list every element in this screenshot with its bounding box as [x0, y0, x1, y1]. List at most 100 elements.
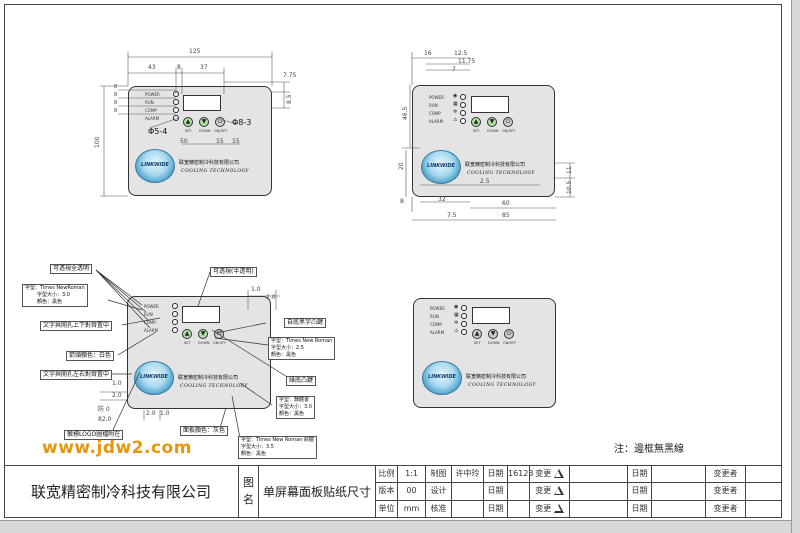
linkwide-logo: LINKWIDE: [134, 361, 174, 395]
grid-cell: mm: [398, 500, 426, 518]
onoff-label: ON/OFF: [502, 129, 516, 133]
dim-right-v1: 11: [566, 166, 573, 174]
indicator-hole: [460, 118, 466, 124]
callout-line: 顏色：黑色: [271, 352, 297, 358]
callout-logo-file: 徽標LOGO圖檔附在: [64, 430, 124, 440]
grid-cell: [452, 483, 484, 501]
comp-icon: ✲: [454, 320, 459, 326]
dim-phi-large: Φ8-3: [232, 118, 252, 127]
set-label: SET: [473, 129, 480, 133]
set-button: ▲: [472, 329, 482, 339]
indicator-label-power: POWER: [430, 306, 445, 311]
dim-bot-a: 8: [400, 198, 404, 205]
callout-line: 字型：Times New Roman: [271, 338, 333, 344]
dim-left-height: 100: [94, 136, 101, 148]
callout-align-horizontal: 文字與開孔左右對齊置中: [40, 370, 113, 380]
dim-tick: 8: [114, 100, 118, 106]
indicator-hole: [460, 102, 466, 108]
callout-line: 字型大小：2.5: [271, 345, 304, 351]
set-button: ▲: [183, 117, 193, 127]
grid-cell: [570, 466, 628, 484]
grid-cell: 日期: [484, 500, 508, 518]
grid-cell: [570, 483, 628, 501]
indicator-label-comp: COMP: [429, 111, 441, 116]
display-window: [182, 306, 220, 323]
callout-semi-transparent: 可透視(半透明): [210, 267, 257, 277]
grid-cell: 单位: [376, 500, 398, 518]
callout-line: 字型：隸體書: [279, 397, 310, 403]
down-label: DOWN: [488, 341, 500, 345]
indicator-hole: [460, 110, 466, 116]
run-icon: ▦: [454, 312, 459, 318]
callout-line: 字型：Times NewRoman: [25, 285, 85, 291]
indicator-hole: [461, 329, 467, 335]
callout-line: 顏色：黑色: [37, 299, 63, 305]
grid-cell-text: 变更: [535, 503, 552, 513]
callout-line: 顏色：黑色: [279, 411, 305, 417]
dim-v3-2: 2.0: [266, 294, 276, 301]
indicator-label-run: RUN: [430, 314, 439, 319]
grid-cell: [746, 483, 782, 501]
callout-panel-color: 面板顏色：灰色: [180, 426, 229, 436]
callout-font-spec-2: 字型：Times New Roman 字型大小：2.5 顏色：黑色: [268, 337, 336, 360]
set-label: SET: [184, 341, 191, 345]
dim-v3-b1: 2.0: [146, 410, 156, 417]
indicator-label-alarm: ALARM: [430, 330, 445, 335]
down-button: ▼: [198, 329, 208, 339]
display-window: [471, 96, 509, 113]
grid-cell: [652, 500, 706, 518]
grid-cell: 比例: [376, 466, 398, 484]
title-drawing-name: 单屏幕面板贴纸尺寸: [259, 466, 376, 518]
grid-cell: 许中玲: [452, 466, 484, 484]
grid-cell-change: 变更: [530, 483, 570, 501]
dim-bot-c: 60: [502, 200, 510, 207]
linkwide-logo: LINKWIDE: [421, 150, 461, 184]
callout-font-spec-1: 字型：Times NewRoman 字型大小：3.0 顏色：黑色: [22, 284, 88, 307]
linkwide-logo: LINKWIDE: [135, 149, 175, 183]
indicator-label-alarm: ALARM: [145, 116, 160, 121]
grid-cell: 日期: [628, 483, 652, 501]
indicator-label-comp: COMP: [145, 108, 157, 113]
power-icon: ◉: [454, 304, 459, 310]
callout-line: 字型：Times New Roman 斜體: [241, 437, 314, 443]
dim-mid: 2.5: [480, 178, 490, 185]
grid-cell-change: 变更: [530, 500, 570, 518]
indicator-hole: [172, 319, 178, 325]
company-name-en: COOLING TECHNOLOGY: [467, 171, 535, 176]
dim-top-c: 11.75: [458, 58, 476, 65]
onoff-label: ON/OFF: [503, 341, 517, 345]
logo-text: LINKWIDE: [141, 162, 169, 168]
grid-cell: 变更者: [706, 500, 746, 518]
drawing-sheet: [4, 4, 782, 518]
onoff-button: ⏻: [214, 329, 224, 339]
company-name-cn: 联宽精密制冷科技有限公司: [178, 375, 239, 381]
dim-seg1: 43: [148, 64, 156, 71]
logo-text: LINKWIDE: [140, 374, 168, 380]
indicator-hole: [461, 305, 467, 311]
dim-top-a: 16: [424, 50, 432, 57]
grid-cell: 00: [398, 483, 426, 501]
grid-cell: 设计: [426, 483, 452, 501]
grid-cell: 16123: [508, 466, 533, 484]
indicator-hole: [172, 311, 178, 317]
onoff-button: ⏻: [504, 329, 514, 339]
set-button: ▲: [471, 117, 481, 127]
callout-font-spec-3: 字型：隸體書 字型大小：3.0 顏色：黑色: [276, 396, 315, 419]
dim-v3-left1: 1.0: [112, 380, 122, 387]
revision-triangle-icon: [553, 503, 564, 513]
right-border: [791, 0, 800, 533]
onoff-label: ON/OFF: [214, 129, 228, 133]
grid-cell: 核准: [426, 500, 452, 518]
title-block: 联宽精密制冷科技有限公司 图名 单屏幕面板贴纸尺寸 比例 1:1 制图 许中玲 …: [4, 465, 782, 518]
dim-top-b: 12.5: [454, 50, 468, 57]
set-label: SET: [185, 129, 192, 133]
dim-v3-left3: 防 0: [98, 406, 110, 413]
dim-seg2: 8: [177, 64, 181, 71]
onoff-button: ⏻: [503, 117, 513, 127]
company-name-cn: 联宽精密制冷科技有限公司: [179, 160, 240, 166]
run-icon: ▦: [453, 101, 458, 107]
callout-font-spec-4: 字型：Times New Roman 斜體 字型大小：3.5 顏色：黑色: [238, 436, 317, 459]
indicator-label-power: POWER: [145, 92, 160, 97]
grid-cell: 1:1: [398, 466, 426, 484]
grid-cell: 日期: [484, 483, 508, 501]
